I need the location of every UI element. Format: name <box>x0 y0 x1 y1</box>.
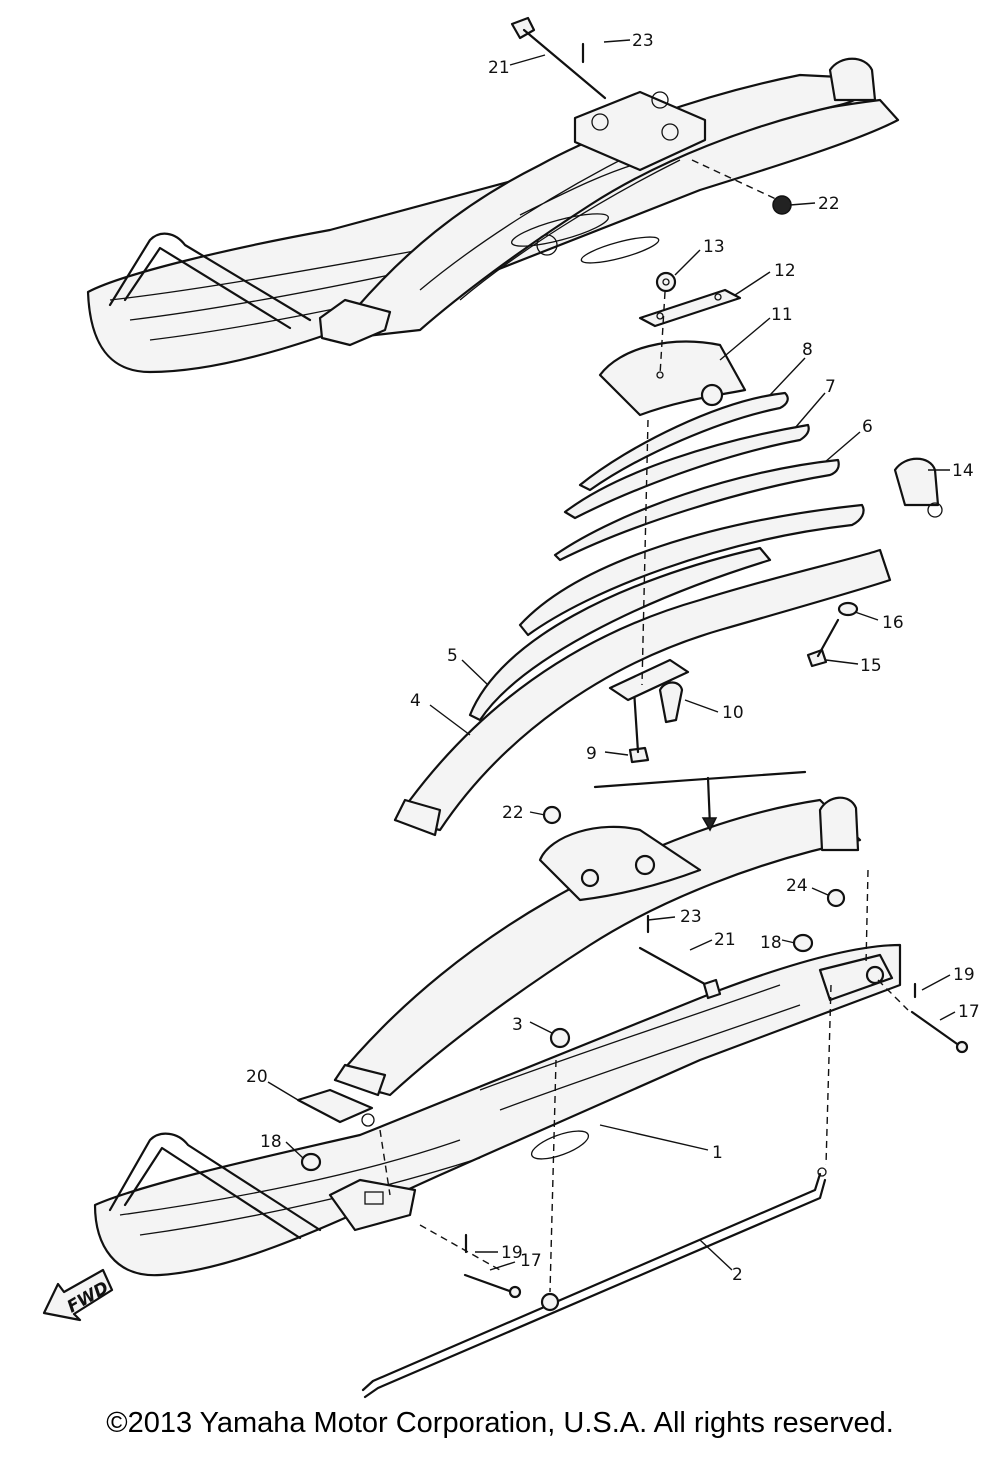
leaf-7 <box>563 423 810 520</box>
nut-22-bottom <box>542 805 562 825</box>
callout-leaders <box>267 39 956 1271</box>
nut-13 <box>655 271 677 293</box>
washer-18-right <box>792 933 814 953</box>
callout-19-left: 19 <box>501 1243 523 1263</box>
callout-13: 13 <box>703 237 725 257</box>
callout-22-bottom: 22 <box>502 803 524 823</box>
leaf-8 <box>578 391 789 492</box>
callout-17-right: 17 <box>958 1002 980 1022</box>
bracket-10 <box>608 658 690 724</box>
bolt-9 <box>628 688 650 764</box>
bolt-21-bottom <box>638 946 722 1000</box>
callout-2: 2 <box>732 1265 743 1285</box>
bolt-15 <box>806 618 840 668</box>
callout-11: 11 <box>771 305 793 325</box>
callout-6: 6 <box>862 417 873 437</box>
fwd-arrow: FWD <box>42 1268 114 1322</box>
callout-15: 15 <box>860 656 882 676</box>
copyright-notice: ©2013 Yamaha Motor Corporation, U.S.A. A… <box>106 1407 894 1439</box>
assembled-ski-bottom <box>93 796 902 1277</box>
callout-5: 5 <box>447 646 458 666</box>
callout-1: 1 <box>712 1143 723 1163</box>
pin-17-right <box>910 1010 969 1054</box>
callout-18-right: 18 <box>760 933 782 953</box>
assembly-dashed-lines <box>379 159 909 1293</box>
callout-19-right: 19 <box>953 965 975 985</box>
callout-3: 3 <box>512 1015 523 1035</box>
ski-assembly-diagram: FWD 21 23 22 1 <box>42 16 980 1399</box>
callout-21-top: 21 <box>488 58 510 78</box>
callout-20: 20 <box>246 1067 268 1087</box>
callout-4: 4 <box>410 691 421 711</box>
callout-17-left: 17 <box>520 1251 542 1271</box>
nut-24 <box>826 888 846 908</box>
callout-8: 8 <box>802 340 813 360</box>
wear-bar-2 <box>361 1167 827 1399</box>
main-spring-4 <box>393 548 892 837</box>
bolt-21-top <box>510 16 607 100</box>
callout-12: 12 <box>774 261 796 281</box>
assembled-ski-top <box>86 57 900 374</box>
callout-24: 24 <box>786 876 808 896</box>
callout-23-top: 23 <box>632 31 654 51</box>
bumper-14 <box>893 457 943 518</box>
callout-14: 14 <box>952 461 974 481</box>
plate-12 <box>638 288 742 328</box>
pin-17-left <box>463 1273 522 1299</box>
callout-22-top: 22 <box>818 194 840 214</box>
leaf-6 <box>553 458 840 562</box>
callout-9: 9 <box>586 744 597 764</box>
nut-22-top <box>772 195 792 215</box>
nut-3 <box>549 1027 571 1049</box>
callout-10: 10 <box>722 703 744 723</box>
leaf-5 <box>468 503 865 722</box>
pivot-arrow <box>593 770 807 832</box>
callout-23-bottom: 23 <box>680 907 702 927</box>
bracket-20 <box>296 1088 375 1127</box>
saddle-11 <box>598 340 747 417</box>
callout-7: 7 <box>825 377 836 397</box>
callout-21-bottom: 21 <box>714 930 736 950</box>
callout-16: 16 <box>882 613 904 633</box>
bushing-16 <box>837 601 859 617</box>
callout-18-left: 18 <box>260 1132 282 1152</box>
callout-numbers: 21 23 22 13 12 11 8 7 6 14 16 15 5 4 10 … <box>246 31 980 1285</box>
washer-18-left <box>300 1152 322 1172</box>
